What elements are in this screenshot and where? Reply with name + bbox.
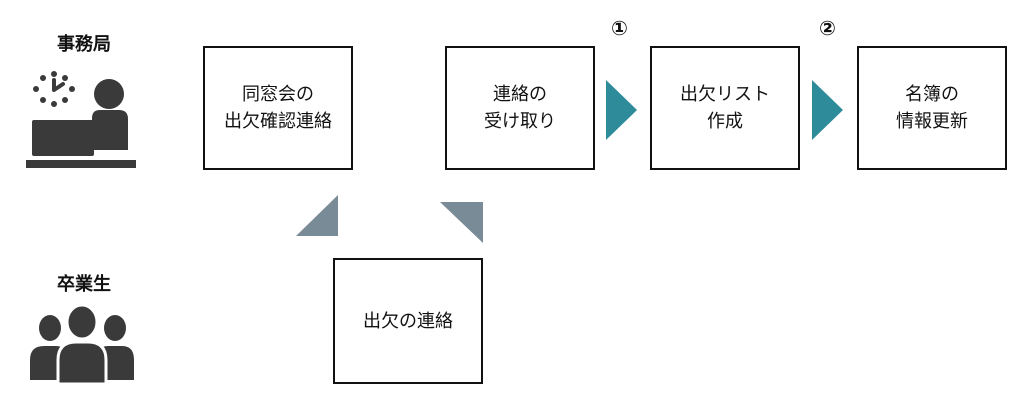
- box-attendance-check: 同窓会の 出欠確認連絡: [203, 46, 353, 170]
- role-label-graduates: 卒業生: [57, 274, 111, 295]
- arrow-to-list: [606, 80, 637, 140]
- person-at-laptop-with-clock-icon: [26, 71, 136, 168]
- box-attendance-contact: 出欠の連絡: [333, 258, 483, 384]
- box-attendance-list: 出欠リスト 作成: [650, 46, 800, 170]
- group-of-people-icon: [30, 303, 134, 386]
- arrow-up-to-check: [296, 195, 338, 236]
- arrow-down-to-receive: [440, 202, 483, 243]
- step-number-1: ①: [611, 16, 628, 40]
- box-update-roster: 名簿の 情報更新: [857, 46, 1007, 170]
- box-receive-contact: 連絡の 受け取り: [445, 46, 595, 170]
- step-number-2: ②: [819, 16, 836, 40]
- arrow-to-roster: [812, 80, 843, 140]
- role-label-office: 事務局: [57, 34, 111, 55]
